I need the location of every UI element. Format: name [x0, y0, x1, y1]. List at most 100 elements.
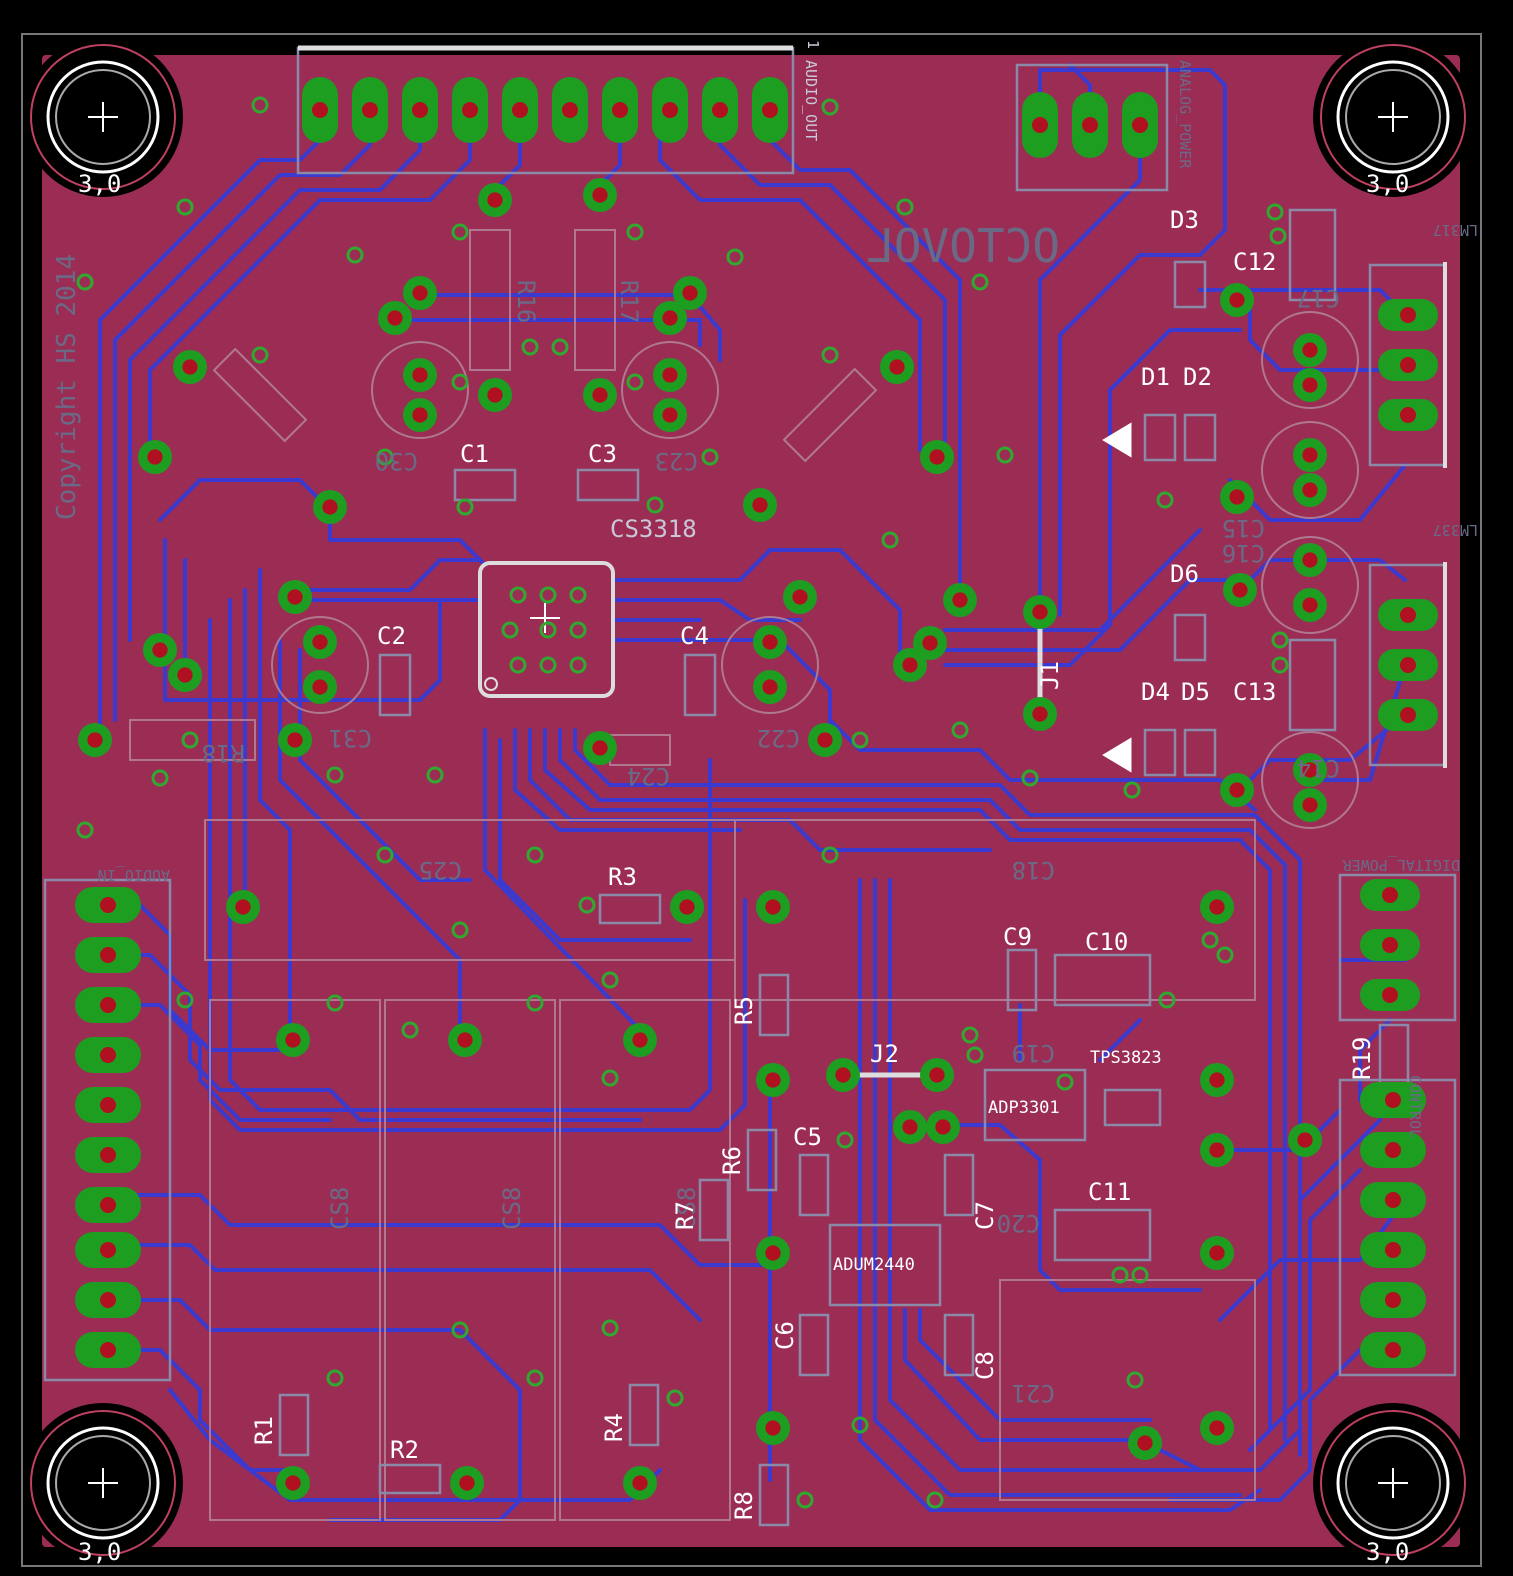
- analog-power-pin-2: [1072, 92, 1108, 158]
- thru-pad-11: [478, 378, 512, 412]
- chip-label-cs3318: CS3318: [610, 515, 697, 543]
- via: [176, 991, 194, 1009]
- via: [509, 656, 527, 674]
- label-C12: C12: [1233, 248, 1276, 276]
- via: [1123, 781, 1141, 799]
- lm317-pin-1: [1378, 299, 1438, 331]
- thru-pad-28: [753, 670, 787, 704]
- label-C19: C19: [1012, 1039, 1055, 1067]
- control-pin-6: [1360, 1332, 1426, 1368]
- audio-in-pin-4: [75, 1037, 141, 1073]
- via: [1131, 1266, 1149, 1284]
- label-R4: R4: [600, 1413, 628, 1442]
- audio-out-pin-5: [502, 77, 538, 143]
- label-CS8-b: CS8: [498, 1187, 526, 1230]
- via: [851, 1416, 869, 1434]
- thru-pad-69: [450, 1466, 484, 1500]
- thru-pad-41: [1293, 473, 1327, 507]
- via: [569, 586, 587, 604]
- via: [401, 1021, 419, 1039]
- control-pin-5: [1360, 1282, 1426, 1318]
- label-CS8-a: CS8: [326, 1187, 354, 1230]
- via: [569, 656, 587, 674]
- audio-out-pin-10: [752, 77, 788, 143]
- label-CS8-c: CS8: [673, 1187, 701, 1230]
- audio-in-pin-5: [75, 1087, 141, 1123]
- lm317-pin-2: [1378, 349, 1438, 381]
- thru-pad-49: [670, 890, 704, 924]
- label-C15: C15: [1222, 514, 1265, 542]
- via: [821, 846, 839, 864]
- thru-pad-44: [1223, 573, 1257, 607]
- label-analog-power: ANALOG_POWER: [1176, 60, 1194, 169]
- thru-pad-32: [808, 723, 842, 757]
- mounting-hole-bottom-right: [1313, 1403, 1473, 1563]
- label-C30: C30: [375, 447, 418, 475]
- mounting-hole-top-right: [1313, 37, 1473, 197]
- label-audio-out-pin1: 1: [804, 40, 822, 49]
- audio-in-pin-10: [75, 1332, 141, 1368]
- thru-pad-56: [1200, 1063, 1234, 1097]
- label-R19: R19: [1348, 1037, 1376, 1080]
- lm317-pin-3: [1378, 399, 1438, 431]
- label-C11: C11: [1088, 1178, 1131, 1206]
- via: [881, 531, 899, 549]
- thru-pad-10: [583, 178, 617, 212]
- label-D4: D4: [1141, 678, 1170, 706]
- audio-out-pin-2: [352, 77, 388, 143]
- thru-pad-38: [1293, 333, 1327, 367]
- thru-pad-23: [168, 658, 202, 692]
- via: [851, 731, 869, 749]
- via: [539, 656, 557, 674]
- thru-pad-4: [653, 301, 687, 335]
- via: [451, 223, 469, 241]
- digital-power-pin-2: [1360, 929, 1420, 961]
- control-pin-3: [1360, 1182, 1426, 1218]
- thru-pad-3: [378, 301, 412, 335]
- thru-pad-61: [1200, 1133, 1234, 1167]
- digital-power-pin-1: [1360, 879, 1420, 911]
- via: [896, 198, 914, 216]
- via: [821, 346, 839, 364]
- adum2440-chip: [828, 1223, 942, 1307]
- via: [1269, 227, 1287, 245]
- via: [326, 1369, 344, 1387]
- label-C13: C13: [1233, 678, 1276, 706]
- label-C7: C7: [971, 1201, 999, 1230]
- board-title: OCTOVOL: [866, 219, 1060, 273]
- label-R17: R17: [615, 280, 643, 323]
- thru-pad-33: [583, 731, 617, 765]
- thru-pad-64: [1200, 1236, 1234, 1270]
- via: [176, 198, 194, 216]
- audio-in-pin-1: [75, 887, 141, 923]
- thru-pad-20: [303, 625, 337, 659]
- thru-pad-46: [1293, 788, 1327, 822]
- via: [996, 446, 1014, 464]
- audio-out-pin-7: [602, 77, 638, 143]
- via: [836, 1131, 854, 1149]
- hole-label-tl: 3,0: [78, 170, 121, 198]
- via: [451, 373, 469, 391]
- via: [551, 338, 569, 356]
- via: [569, 621, 587, 639]
- thru-pad-43: [1293, 588, 1327, 622]
- via: [76, 821, 94, 839]
- label-C17: C17: [1297, 284, 1340, 312]
- via: [1271, 656, 1289, 674]
- pads: [75, 77, 1438, 1500]
- via: [251, 346, 269, 364]
- via: [501, 621, 519, 639]
- thru-pad-6: [403, 398, 437, 432]
- adp3301-chip: [983, 1068, 1087, 1142]
- via: [701, 448, 719, 466]
- via: [926, 1491, 944, 1509]
- via: [451, 1321, 469, 1339]
- via: [526, 1369, 544, 1387]
- thru-pad-54: [623, 1023, 657, 1057]
- via: [1271, 631, 1289, 649]
- thru-pad-22: [143, 633, 177, 667]
- via: [76, 273, 94, 291]
- thru-pad-25: [278, 723, 312, 757]
- thru-pad-35: [1023, 697, 1057, 731]
